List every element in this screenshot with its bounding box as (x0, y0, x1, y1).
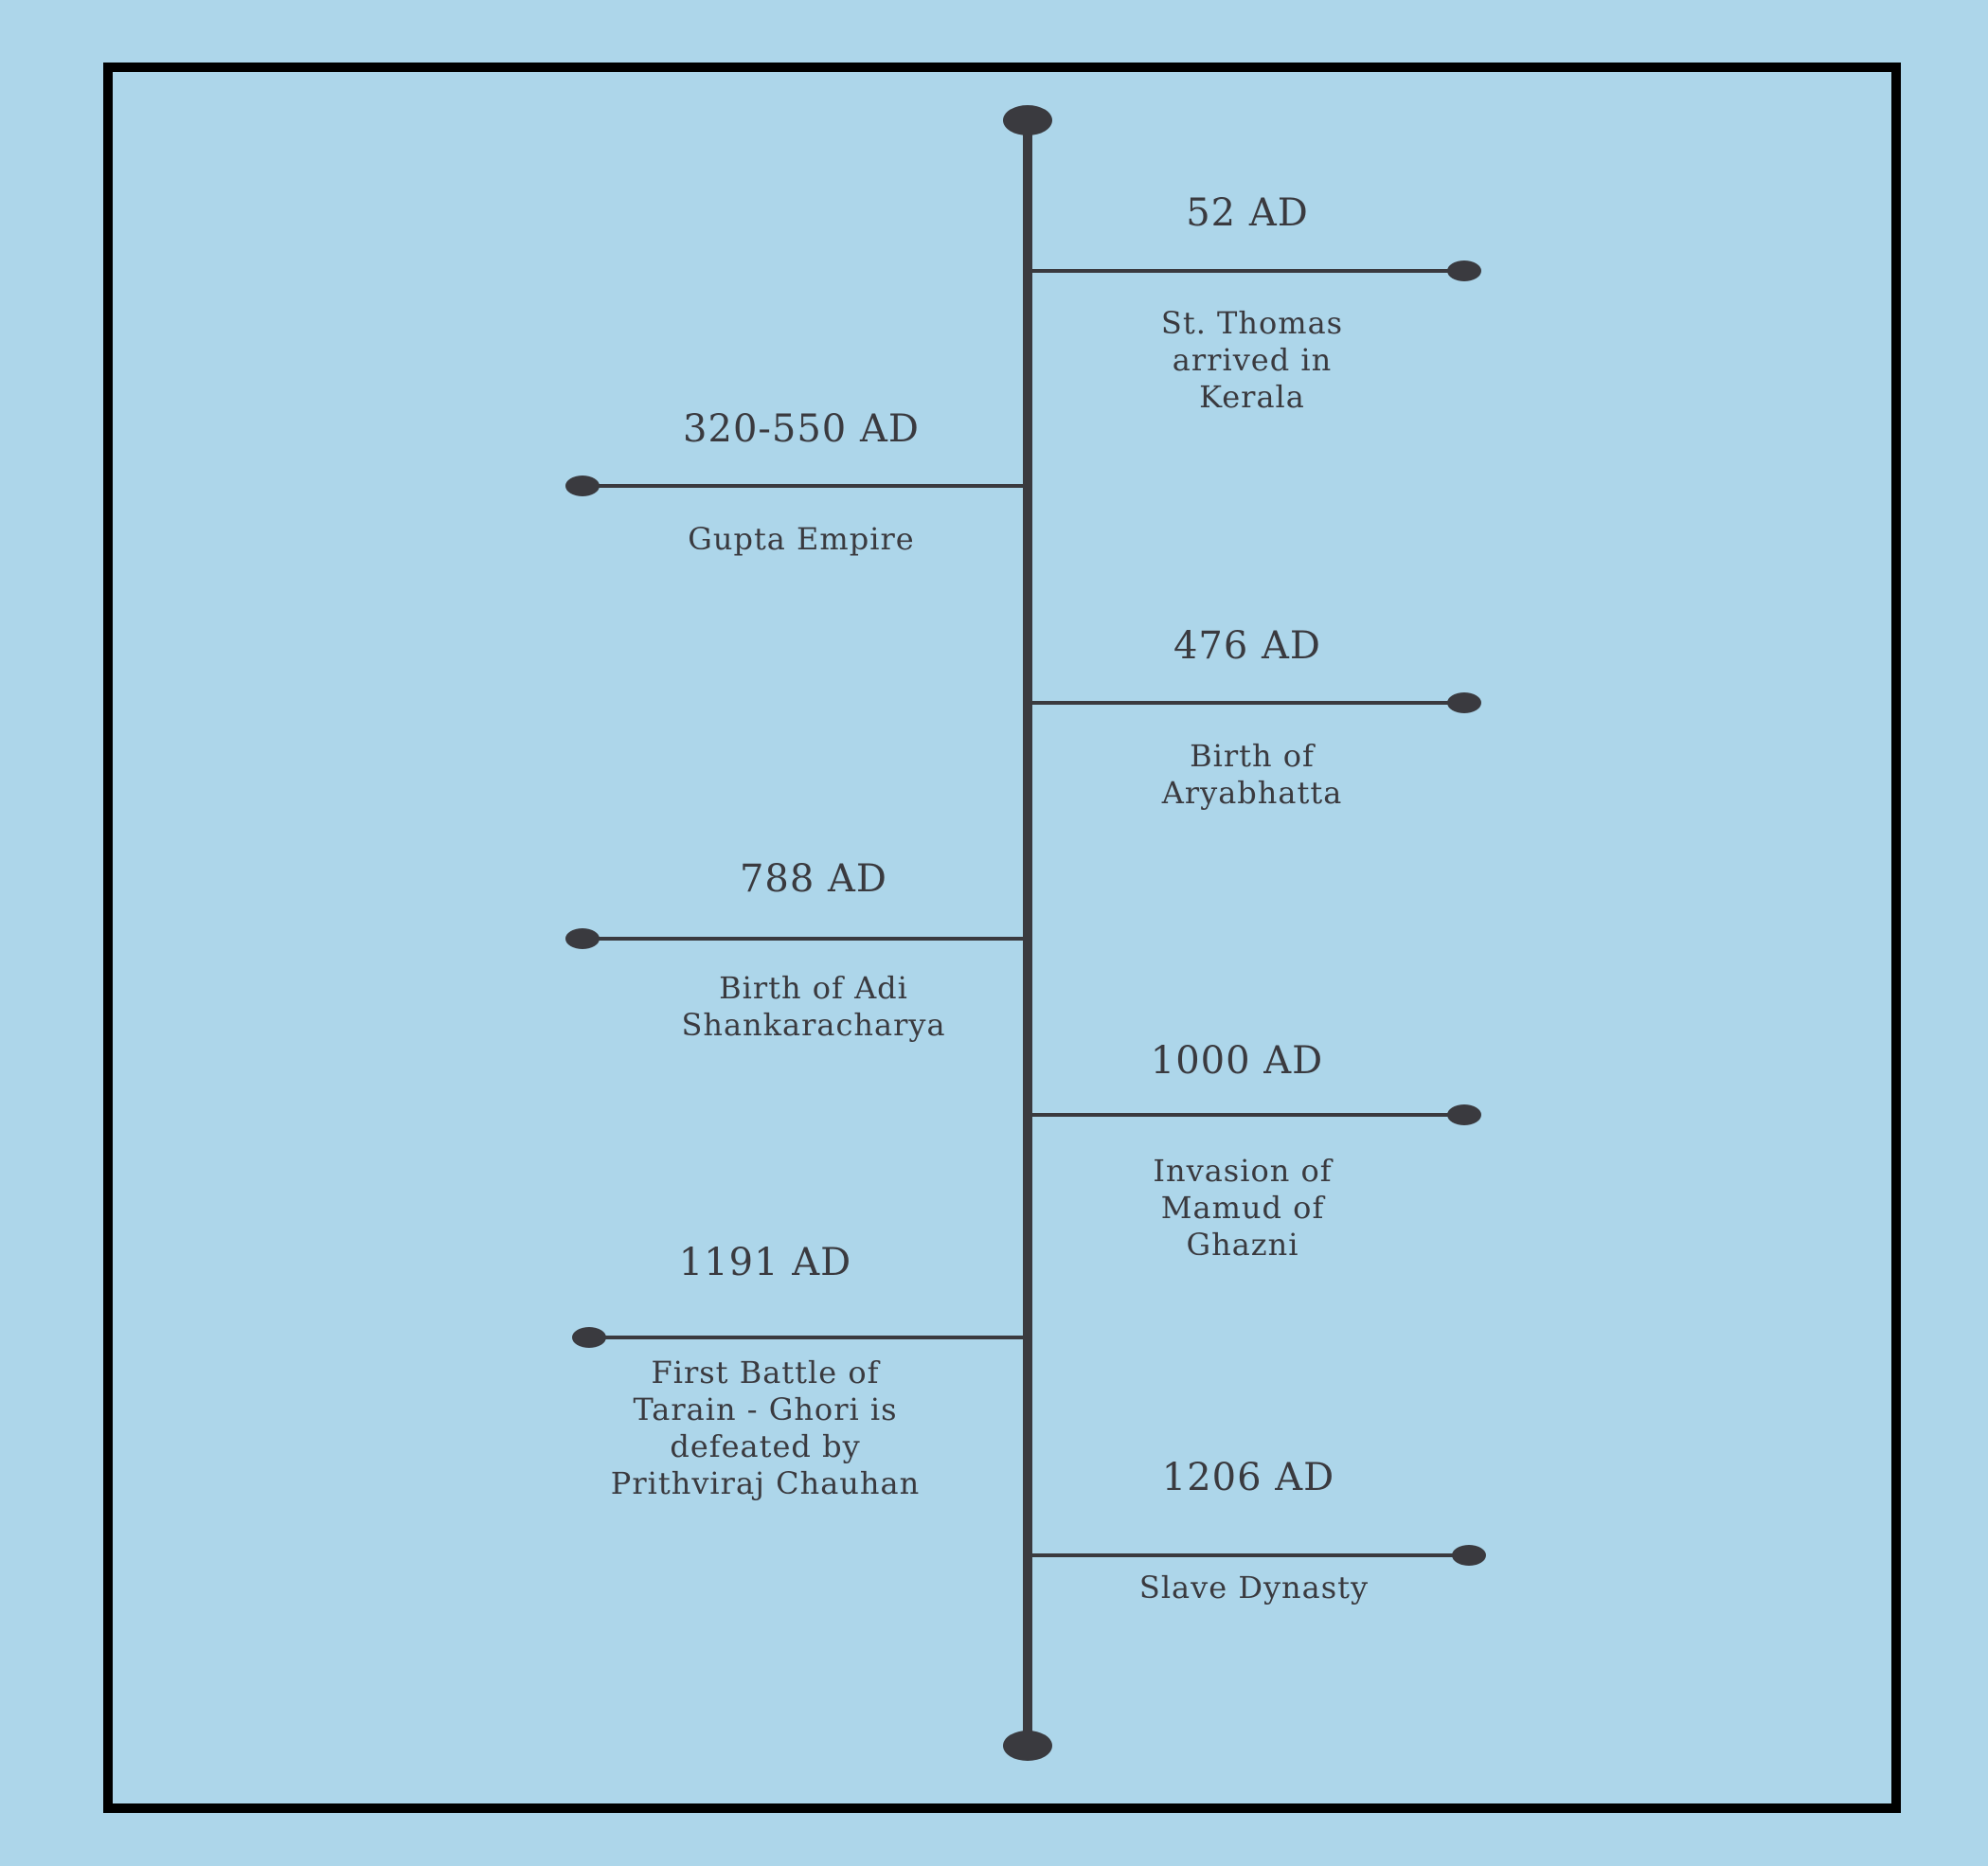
event-description-3: Birth of Adi Shankaracharya (681, 970, 946, 1043)
timeline-branch-dot-0 (1447, 260, 1481, 281)
timeline-branch-dot-1 (565, 475, 600, 496)
event-description-4: Invasion of Mamud of Ghazni (1153, 1153, 1333, 1263)
timeline-branch-dot-6 (1452, 1545, 1486, 1566)
event-description-1: Gupta Empire (688, 521, 915, 557)
timeline-branch-dot-3 (565, 928, 600, 949)
event-year-2: 476 AD (1173, 624, 1322, 668)
event-year-0: 52 AD (1186, 191, 1309, 235)
event-description-6: Slave Dynasty (1138, 1570, 1370, 1606)
event-year-1: 320-550 AD (683, 407, 920, 451)
event-year-6: 1206 AD (1161, 1456, 1335, 1499)
event-description-5: First Battle of Tarain - Ghori is defeat… (610, 1355, 921, 1501)
event-year-3: 788 AD (739, 857, 888, 901)
event-year-5: 1191 AD (678, 1241, 852, 1284)
timeline-branch-dot-4 (1447, 1104, 1481, 1125)
event-year-4: 1000 AD (1150, 1039, 1324, 1083)
timeline-top-dot (1003, 105, 1052, 135)
timeline-branch-dot-5 (572, 1327, 606, 1348)
timeline-branch-dot-2 (1447, 692, 1481, 713)
timeline-bottom-dot (1003, 1731, 1052, 1761)
event-description-0: St. Thomas arrived in Kerala (1160, 305, 1344, 415)
event-description-2: Birth of Aryabhatta (1161, 738, 1343, 811)
